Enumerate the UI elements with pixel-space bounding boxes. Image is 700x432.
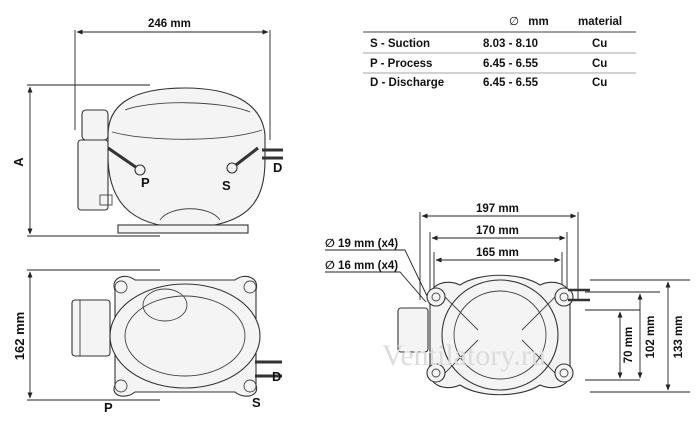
connections-table: ∅ mm material S - Suction 8.03 - 8.10 Cu…	[363, 16, 636, 89]
port-label-s: S	[222, 178, 231, 193]
shell-dome	[142, 288, 188, 322]
mounting-lug	[243, 280, 257, 294]
mounting-hole-inner	[559, 368, 569, 378]
base-plate	[117, 224, 249, 234]
port-label-d: D	[272, 369, 281, 384]
process-port	[134, 164, 146, 176]
table-row-suction-mm: 8.03 - 8.10	[483, 38, 538, 50]
hole-19-label: ∅ 19 mm (x4)	[325, 238, 398, 250]
shell-outline	[441, 279, 559, 391]
hole-16-leader	[325, 271, 427, 303]
mounting-hole	[426, 363, 446, 383]
relay-box	[77, 139, 109, 211]
table-row-suction-name: S - Suction	[370, 38, 430, 50]
relay-box	[71, 299, 111, 357]
dim-70-label: 70 mm	[623, 327, 635, 363]
mounting-hole	[554, 287, 574, 307]
top-view: 162 mm P S D	[12, 269, 282, 415]
mounting-lug	[114, 379, 128, 393]
dim-197-label: 197 mm	[476, 203, 519, 215]
depth-label: 162 mm	[12, 312, 27, 360]
table-row-process-material: Cu	[592, 58, 607, 70]
table-row-discharge-material: Cu	[592, 77, 607, 89]
dim-133-label: 133 mm	[673, 316, 685, 359]
dim-170-label: 170 mm	[476, 225, 519, 237]
mounting-hole-inner	[559, 292, 569, 302]
table-header-mm: ∅ mm	[509, 16, 549, 28]
shell-seam	[111, 129, 263, 140]
hole-19-leader	[325, 249, 429, 299]
table-row-process-mm: 6.45 - 6.55	[483, 58, 539, 70]
port-label-d: D	[273, 160, 282, 175]
table-row-discharge-name: D - Discharge	[370, 77, 444, 89]
relay-connector	[99, 194, 113, 206]
process-tube	[107, 146, 141, 172]
dim-165-label: 165 mm	[476, 247, 519, 259]
port-label-p: P	[104, 400, 113, 415]
width-label: 246 mm	[148, 18, 191, 30]
table-row-process-name: P - Process	[370, 58, 432, 70]
table-row-discharge-mm: 6.45 - 6.55	[483, 77, 539, 89]
table-row-suction-material: Cu	[592, 38, 607, 50]
table-header-material: material	[578, 16, 622, 28]
side-view: 246 mm A P S D	[11, 18, 283, 237]
shell-outline	[109, 283, 261, 389]
shell-contour	[453, 290, 547, 380]
mounting-hole	[426, 287, 446, 307]
mounting-hole	[554, 363, 574, 383]
shell-contour	[124, 295, 246, 377]
mounting-hole-inner	[431, 292, 441, 302]
height-label: A	[11, 157, 26, 167]
mounting-hole-inner	[431, 368, 441, 378]
compressor-shell	[107, 87, 266, 229]
relay-box	[397, 307, 429, 353]
shell-contour	[124, 102, 251, 113]
base-contour	[159, 208, 221, 221]
port-label-s: S	[252, 395, 261, 410]
hole-16-label: ∅ 16 mm (x4)	[325, 260, 398, 272]
mounting-lug	[114, 280, 128, 294]
watermark: Ventilatory.ru	[382, 339, 546, 372]
base-brackets	[439, 291, 561, 379]
terminal-cover	[81, 109, 109, 141]
dim-102-label: 102 mm	[645, 316, 657, 359]
mounting-lug	[243, 379, 257, 393]
suction-port	[226, 162, 238, 174]
port-label-p: P	[141, 175, 150, 190]
mount-view: 197 mm 170 mm 165 mm ∅ 19 mm (x4) ∅ 16 m…	[325, 203, 690, 396]
